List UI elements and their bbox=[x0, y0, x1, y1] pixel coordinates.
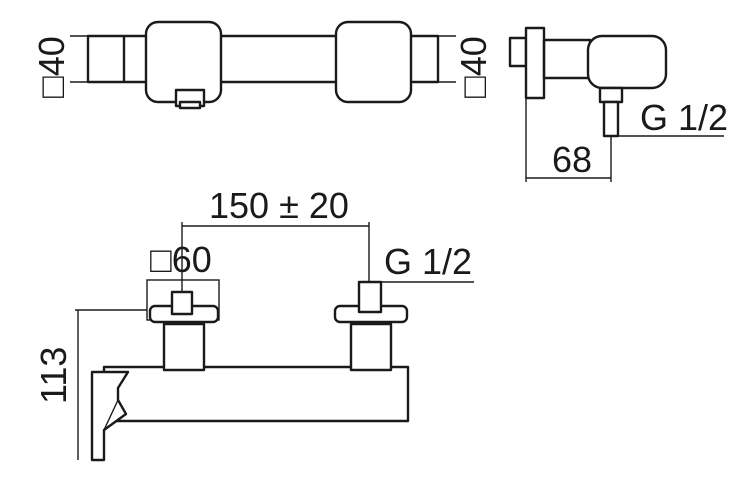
top-view: □40 □40 bbox=[31, 20, 494, 110]
front-outlet-line bbox=[103, 399, 119, 431]
side-view-thread bbox=[602, 100, 620, 138]
height-label: 113 bbox=[33, 347, 74, 404]
front-right-thread bbox=[357, 280, 383, 314]
top-view-body bbox=[86, 34, 440, 84]
top-view-right-handle bbox=[334, 20, 413, 104]
front-view: 150 ± 20 □60 G 1/2 113 bbox=[33, 185, 474, 462]
side-view-body bbox=[542, 38, 592, 80]
center-distance-label: 150 ± 20 bbox=[209, 185, 349, 226]
side-view-flange bbox=[524, 26, 546, 100]
side-view-wall-plate bbox=[508, 36, 528, 68]
side-depth-label: 68 bbox=[552, 139, 592, 180]
side-view-handle bbox=[586, 34, 668, 90]
front-left-thread bbox=[170, 290, 194, 316]
front-body bbox=[102, 365, 410, 423]
top-left-square-label: □40 bbox=[31, 36, 72, 98]
front-left-stem bbox=[162, 322, 206, 372]
side-thread-label: G 1/2 bbox=[640, 97, 728, 138]
top-right-square-label: □40 bbox=[453, 36, 494, 98]
front-thread-label: G 1/2 bbox=[384, 241, 472, 282]
side-view: 68 G 1/2 bbox=[508, 26, 728, 182]
front-square-label: □60 bbox=[150, 239, 212, 280]
top-view-outlet-nut bbox=[178, 100, 202, 110]
side-view-connector bbox=[598, 86, 624, 104]
front-right-stem bbox=[349, 322, 393, 372]
